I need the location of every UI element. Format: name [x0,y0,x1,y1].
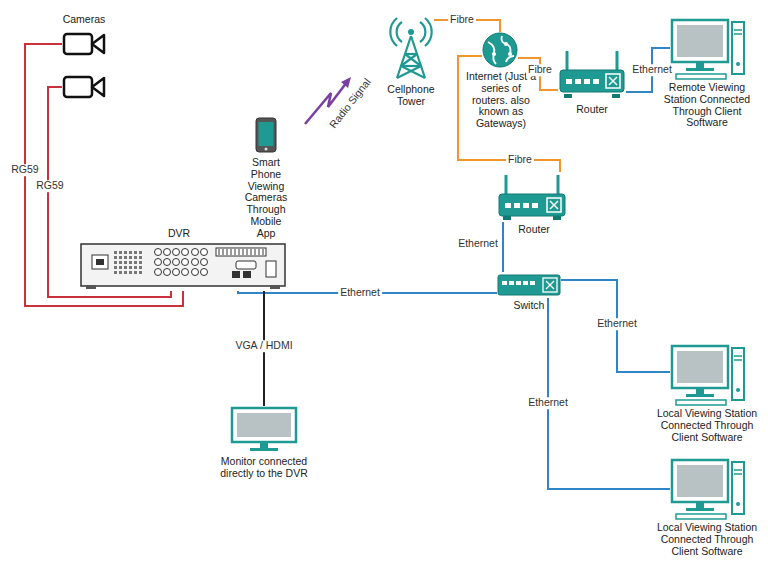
signal-label: Radio Signal [327,76,373,130]
cellphone-tower: Cellphone Tower [388,16,434,80]
cable-connector [548,298,670,489]
node-label: Router [567,104,617,116]
computer-icon [670,344,746,406]
dvr-unit: DVR [80,243,286,291]
cable-label: Ethernet [526,397,570,409]
globe-icon [482,32,518,68]
tower-icon [388,16,434,80]
phone-icon [255,117,277,153]
router-icon [497,172,567,222]
node-label: Smart Phone Viewing Cameras Through Mobi… [242,157,290,239]
lightning-head [341,77,351,88]
node-label: Switch [506,300,552,312]
viewing-station: Local Viewing Station Connected Through … [670,344,746,406]
cable-label: Fibre [526,64,554,76]
computer-icon [670,18,746,80]
node-label: Monitor connected directly to the DVR [206,456,322,480]
dvr-icon [80,243,286,291]
camera-icon [62,73,106,101]
monitor-icon [230,406,298,452]
node-label: DVR [158,228,200,240]
cable-label: Ethernet [338,287,382,299]
camera: Cameras [62,30,106,58]
node-label: Cellphone Tower [378,84,444,108]
monitor: Monitor connected directly to the DVR [230,406,298,452]
cable-label: Ethernet [630,64,674,76]
viewing-station: Local Viewing Station Connected Through … [670,458,746,520]
node-label: Remote Viewing Station Connected Through… [652,82,762,129]
computer-icon [670,458,746,520]
cable-label: Fibre [448,14,476,26]
node-label: Internet (Just a series of routers. also… [463,71,539,130]
internet-globe: Internet (Just a series of routers. also… [482,32,518,68]
network-switch: Switch [497,272,561,298]
node-label: Local Viewing Station Connected Through … [652,408,762,443]
cable-label: Ethernet [595,318,639,330]
router: Router [558,48,626,100]
node-label: Router [513,224,555,236]
cable-label: RG59 [34,180,65,192]
cable-label: VGA / HDMI [233,340,294,352]
node-label: Cameras [54,14,114,26]
router: Router [497,172,567,222]
node-label: Local Viewing Station Connected Through … [652,522,762,557]
cable-connector [458,56,560,172]
router-icon [558,48,626,100]
cable-connector [503,222,504,272]
cable-label: Ethernet [456,238,500,250]
camera [62,73,106,101]
cable-connector [561,280,670,372]
cable-label: RG59 [9,164,40,176]
viewing-station: Remote Viewing Station Connected Through… [670,18,746,80]
camera-icon [62,30,106,58]
smart-phone: Smart Phone Viewing Cameras Through Mobi… [255,117,277,153]
cable-label: Fibre [506,154,534,166]
switch-icon [497,272,561,298]
